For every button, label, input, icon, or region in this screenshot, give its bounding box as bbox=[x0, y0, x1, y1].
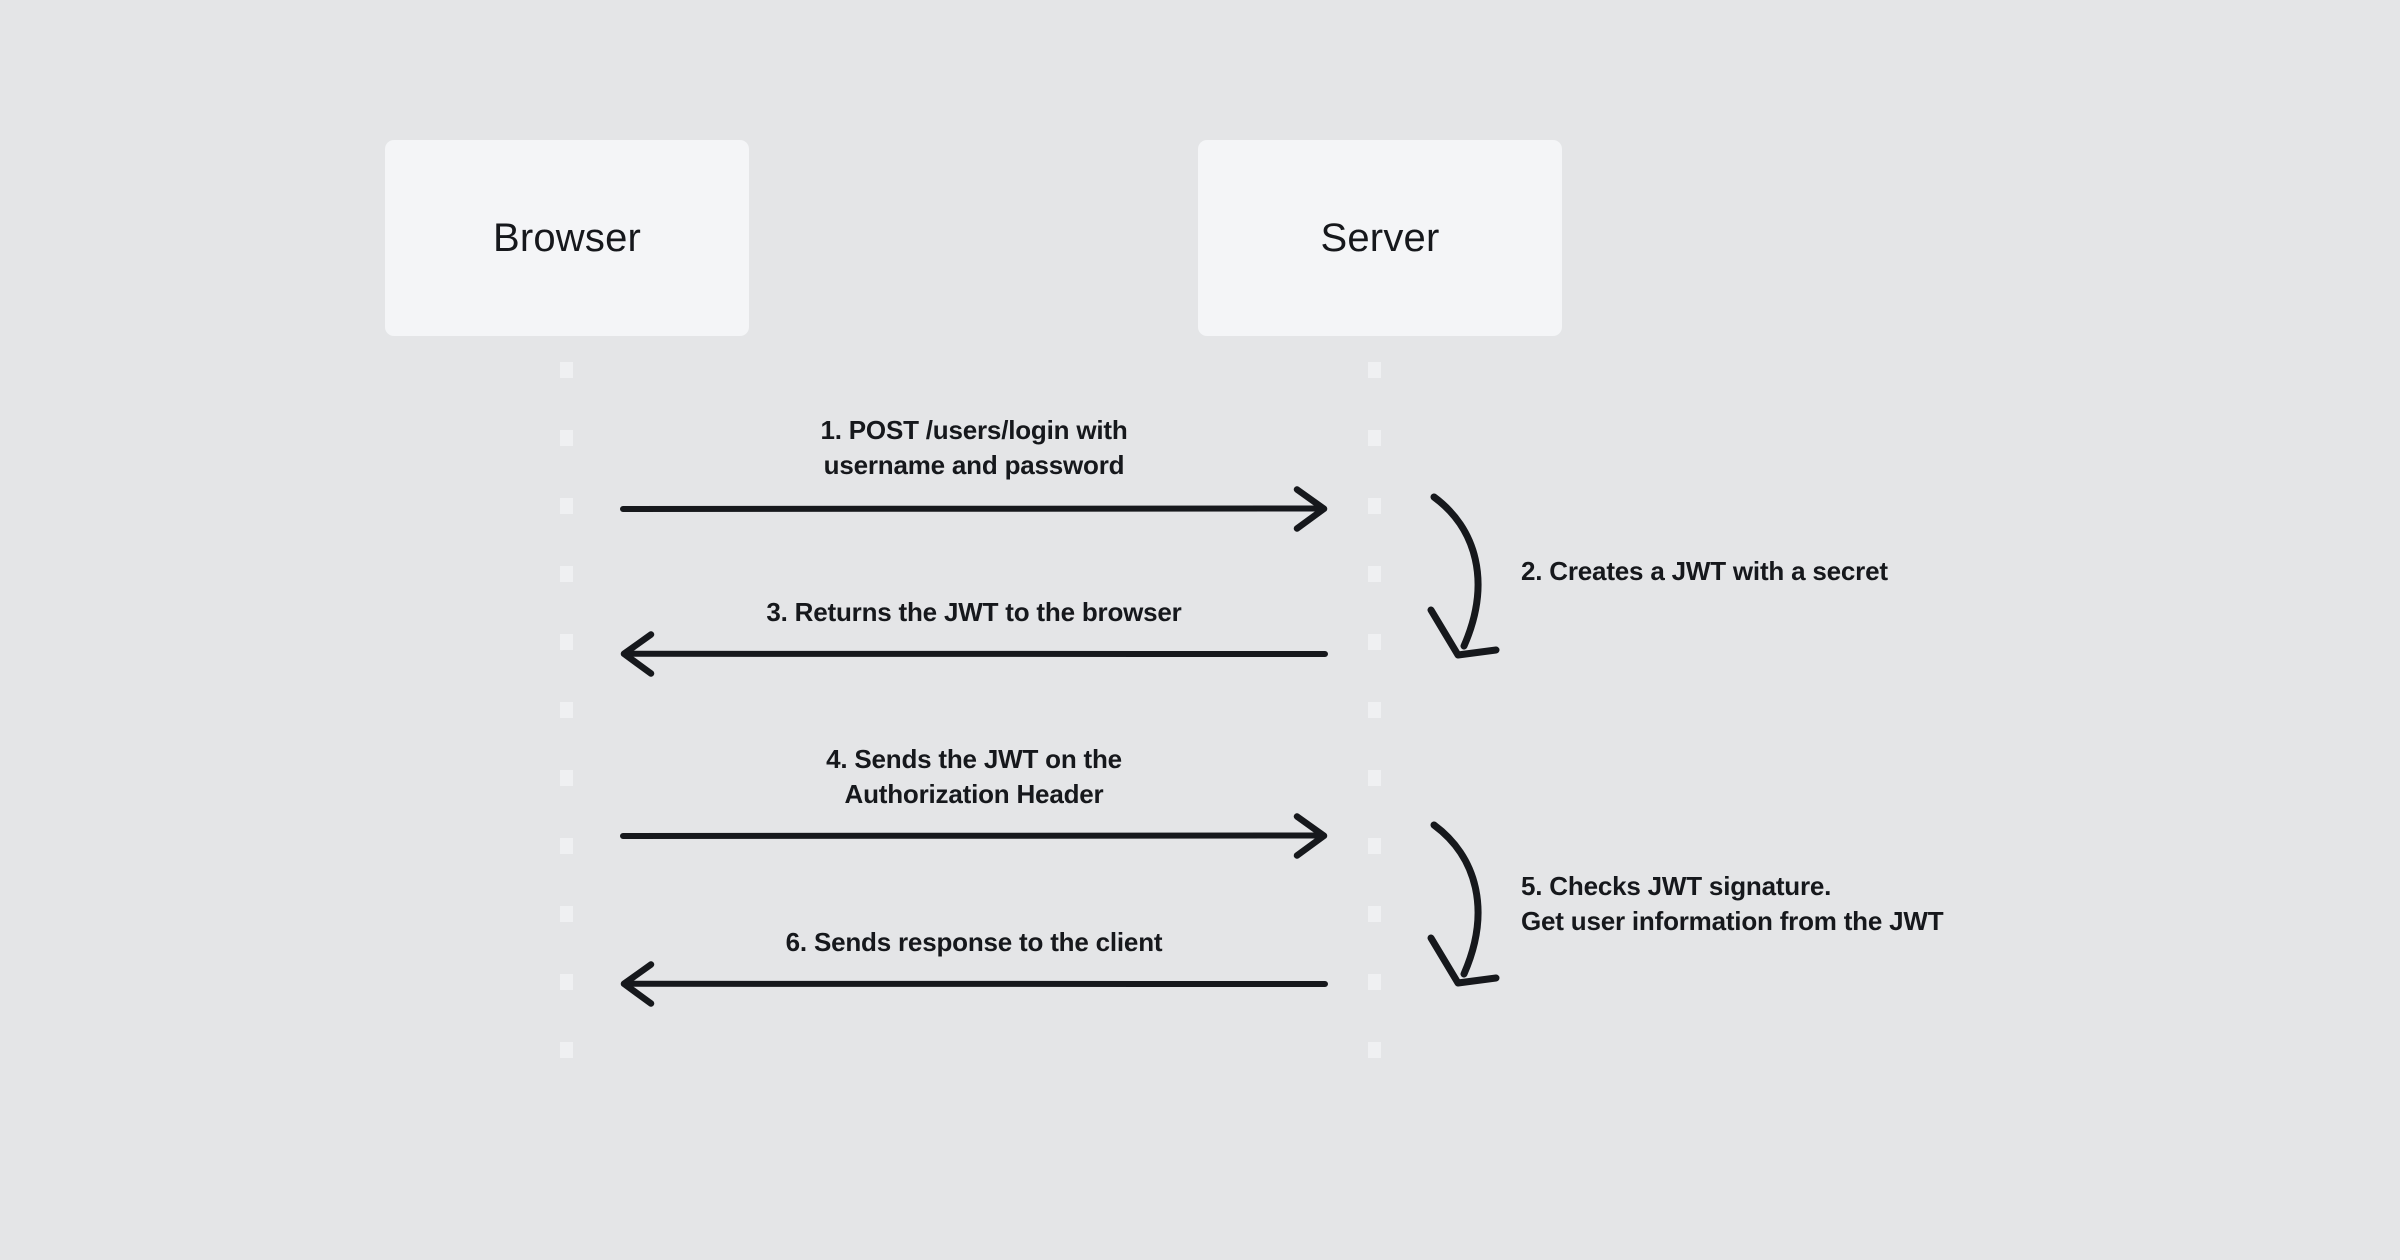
self-arrow-2-server[interactable] bbox=[1420, 490, 1540, 670]
lifeline-dash bbox=[560, 906, 573, 922]
message-arrow-1-browser-to-server[interactable] bbox=[600, 486, 1348, 532]
lifeline-dash bbox=[560, 362, 573, 378]
note-label-5: 5. Checks JWT signature. Get user inform… bbox=[1521, 871, 1944, 936]
message-arrow-3-server-to-browser[interactable] bbox=[600, 631, 1348, 677]
participant-box-server[interactable]: Server bbox=[1198, 140, 1562, 336]
lifeline-dash bbox=[560, 1042, 573, 1058]
self-arrow-5-server[interactable] bbox=[1420, 818, 1540, 998]
lifeline-dash bbox=[560, 702, 573, 718]
participant-label-server: Server bbox=[1320, 216, 1440, 260]
message-label-3: 3. Returns the JWT to the browser bbox=[766, 597, 1182, 627]
message-arrow-4-browser-to-server[interactable] bbox=[600, 813, 1348, 859]
lifeline-dash bbox=[1368, 906, 1381, 922]
lifeline-dash bbox=[560, 770, 573, 786]
lifeline-dash bbox=[1368, 770, 1381, 786]
lifeline-dash bbox=[1368, 974, 1381, 990]
lifeline-dash bbox=[560, 838, 573, 854]
lifeline-dash bbox=[1368, 430, 1381, 446]
lifeline-dash bbox=[1368, 566, 1381, 582]
lifeline-dash bbox=[1368, 498, 1381, 514]
lifeline-dash bbox=[1368, 1042, 1381, 1058]
message-label-1: 1. POST /users/login with username and p… bbox=[820, 415, 1128, 480]
lifeline-dash bbox=[560, 974, 573, 990]
lifeline-browser bbox=[560, 362, 573, 1062]
lifeline-dash bbox=[1368, 702, 1381, 718]
lifeline-server bbox=[1368, 362, 1381, 1062]
lifeline-dash bbox=[1368, 634, 1381, 650]
message-arrow-6-server-to-browser[interactable] bbox=[600, 961, 1348, 1007]
lifeline-dash bbox=[1368, 838, 1381, 854]
note-label-2: 2. Creates a JWT with a secret bbox=[1521, 556, 1888, 586]
lifeline-dash bbox=[560, 566, 573, 582]
lifeline-dash bbox=[1368, 362, 1381, 378]
message-label-6: 6. Sends response to the client bbox=[785, 927, 1163, 957]
lifeline-dash bbox=[560, 498, 573, 514]
lifeline-dash bbox=[560, 634, 573, 650]
participant-label-browser: Browser bbox=[492, 216, 642, 260]
message-label-4: 4. Sends the JWT on the Authorization He… bbox=[826, 744, 1122, 809]
lifeline-dash bbox=[560, 430, 573, 446]
participant-box-browser[interactable]: Browser bbox=[385, 140, 749, 336]
